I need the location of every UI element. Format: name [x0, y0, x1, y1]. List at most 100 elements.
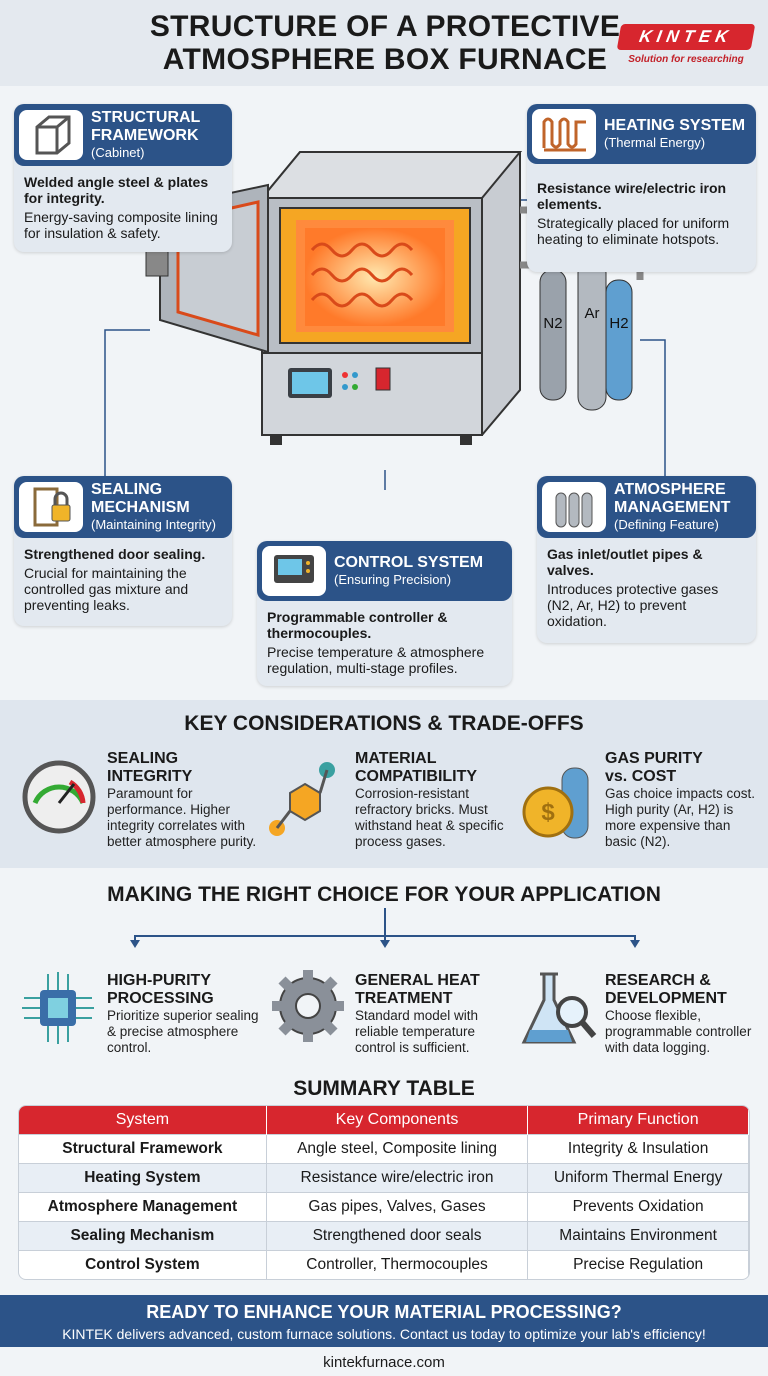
table-cell: Prevents Oxidation	[527, 1191, 749, 1221]
frame-cube-icon	[19, 110, 83, 160]
controller-icon	[262, 546, 326, 596]
table-cell: Resistance wire/electric iron	[266, 1162, 529, 1192]
card-bold: Resistance wire/electric iron elements.	[537, 180, 727, 212]
card-text: Crucial for maintaining the controlled g…	[24, 565, 189, 613]
table-cell: Heating System	[19, 1162, 267, 1192]
card-subtitle: (Maintaining Integrity)	[91, 517, 216, 532]
gas-cylinders-icon	[542, 482, 606, 532]
title-line-1: STRUCTURE OF A PROTECTIVE	[149, 10, 621, 43]
card-structural-framework: STRUCTURAL FRAMEWORK(Cabinet) Welded ang…	[14, 104, 232, 252]
summary-table: System Key Components Primary Function S…	[18, 1105, 750, 1280]
table-cell: Atmosphere Management	[19, 1191, 267, 1221]
table-cell: Uniform Thermal Energy	[527, 1162, 749, 1192]
card-title: SEALING MECHANISM	[91, 481, 190, 516]
coin-cylinder-icon: $	[522, 767, 589, 839]
item-text: Standard model with reliable temperature…	[355, 1008, 479, 1055]
summary-title: SUMMARY TABLE	[293, 1077, 475, 1100]
card-subtitle: (Defining Feature)	[614, 517, 719, 532]
table-cell: Structural Framework	[19, 1133, 267, 1163]
svg-text:$: $	[541, 799, 555, 826]
card-title: HEATING SYSTEM	[604, 117, 746, 134]
card-subtitle: (Cabinet)	[91, 145, 145, 160]
item-title: INTEGRITY	[107, 768, 193, 785]
item-text: Prioritize superior sealing & precise at…	[107, 1008, 259, 1055]
card-title: CONTROL SYSTEM	[334, 554, 484, 571]
molecule-icon	[269, 762, 335, 836]
card-bold: Welded angle steel & plates for integrit…	[24, 174, 209, 206]
card-heating-system: HEATING SYSTEM(Thermal Energy) Resistanc…	[527, 104, 756, 272]
card-subtitle: (Thermal Energy)	[604, 135, 706, 150]
table-cell: Sealing Mechanism	[19, 1220, 267, 1250]
item-title: DEVELOPMENT	[605, 990, 727, 1007]
gas-label-ar: Ar	[585, 305, 600, 322]
furnace-illustration: N2 Ar H2	[104, 151, 666, 490]
item-title: COMPATIBILITY	[355, 768, 478, 785]
door-lock-icon	[19, 482, 83, 532]
cta-headline: READY TO ENHANCE YOUR MATERIAL PROCESSIN…	[146, 1302, 622, 1322]
logo-tagline: Solution for researching	[628, 54, 744, 65]
cta-banner: READY TO ENHANCE YOUR MATERIAL PROCESSIN…	[0, 1295, 768, 1347]
header-components: Key Components	[266, 1106, 529, 1134]
logo-text: KINTEK	[616, 24, 756, 50]
table-header-row: System Key Components Primary Function	[19, 1106, 749, 1134]
pressure-gauge-icon	[22, 760, 96, 834]
gas-label-n2: N2	[543, 315, 562, 332]
table-cell: Controller, Thermocouples	[266, 1249, 529, 1279]
furnace-body	[259, 151, 523, 445]
flask-magnifier-icon	[521, 972, 597, 1044]
choice-connectors	[130, 908, 640, 948]
item-title: GAS PURITY	[605, 750, 703, 767]
website-link[interactable]: kintekfurnace.com	[323, 1354, 445, 1371]
card-title: STRUCTURAL FRAMEWORK	[91, 109, 201, 144]
item-text: Paramount for performance. Higher integr…	[107, 786, 257, 849]
table-cell: Integrity & Insulation	[527, 1133, 749, 1163]
item-title: SEALING	[107, 750, 179, 767]
card-subtitle: (Ensuring Precision)	[334, 572, 452, 587]
header-system: System	[19, 1106, 267, 1134]
kintek-logo: KINTEK Solution for researching	[615, 24, 757, 88]
item-title: MATERIAL	[355, 750, 437, 767]
chip-icon	[22, 972, 94, 1044]
table-cell: Precise Regulation	[527, 1249, 749, 1279]
section-title: MAKING THE RIGHT CHOICE FOR YOUR APPLICA…	[107, 883, 661, 906]
gas-supply: N2 Ar H2	[520, 206, 644, 411]
table-cell: Strengthened door seals	[266, 1220, 529, 1250]
table-cell: Maintains Environment	[527, 1220, 749, 1250]
item-text: Choose flexible, programmable controller…	[605, 1008, 752, 1055]
card-text: Energy-saving composite lining for insul…	[24, 209, 218, 241]
item-title: HIGH-PURITY	[107, 972, 211, 989]
gas-label-h2: H2	[609, 315, 628, 332]
gear-icon	[272, 970, 344, 1042]
header-function: Primary Function	[527, 1106, 749, 1134]
heating-coil-icon	[532, 109, 596, 159]
item-text: Corrosion-resistant refractory bricks. M…	[355, 786, 504, 849]
title-line-2: ATMOSPHERE BOX FURNACE	[162, 43, 608, 76]
section-title: KEY CONSIDERATIONS & TRADE-OFFS	[184, 712, 584, 735]
page-title: STRUCTURE OF A PROTECTIVE ATMOSPHERE BOX…	[120, 10, 650, 76]
item-title: TREATMENT	[355, 990, 453, 1007]
cta-text: KINTEK delivers advanced, custom furnace…	[62, 1326, 706, 1342]
item-title: GENERAL HEAT	[355, 972, 480, 989]
card-sealing-mechanism: SEALING MECHANISM(Maintaining Integrity)…	[14, 476, 232, 626]
card-text: Strategically placed for uniform heating…	[537, 215, 730, 247]
card-bold: Strengthened door sealing.	[24, 546, 206, 562]
card-atmosphere-management: ATMOSPHERE MANAGEMENT(Defining Feature) …	[537, 476, 756, 643]
choice-section: MAKING THE RIGHT CHOICE FOR YOUR APPLICA…	[0, 868, 768, 1078]
card-bold: Gas inlet/outlet pipes & valves.	[547, 546, 703, 578]
considerations-section: KEY CONSIDERATIONS & TRADE-OFFS $ SEALIN…	[0, 700, 768, 868]
table-cell: Control System	[19, 1249, 267, 1279]
card-bold: Programmable controller & thermocouples.	[267, 609, 448, 641]
card-control-system: CONTROL SYSTEM(Ensuring Precision) Progr…	[257, 541, 512, 686]
card-text: Introduces protective gases (N2, Ar, H2)…	[547, 581, 719, 629]
